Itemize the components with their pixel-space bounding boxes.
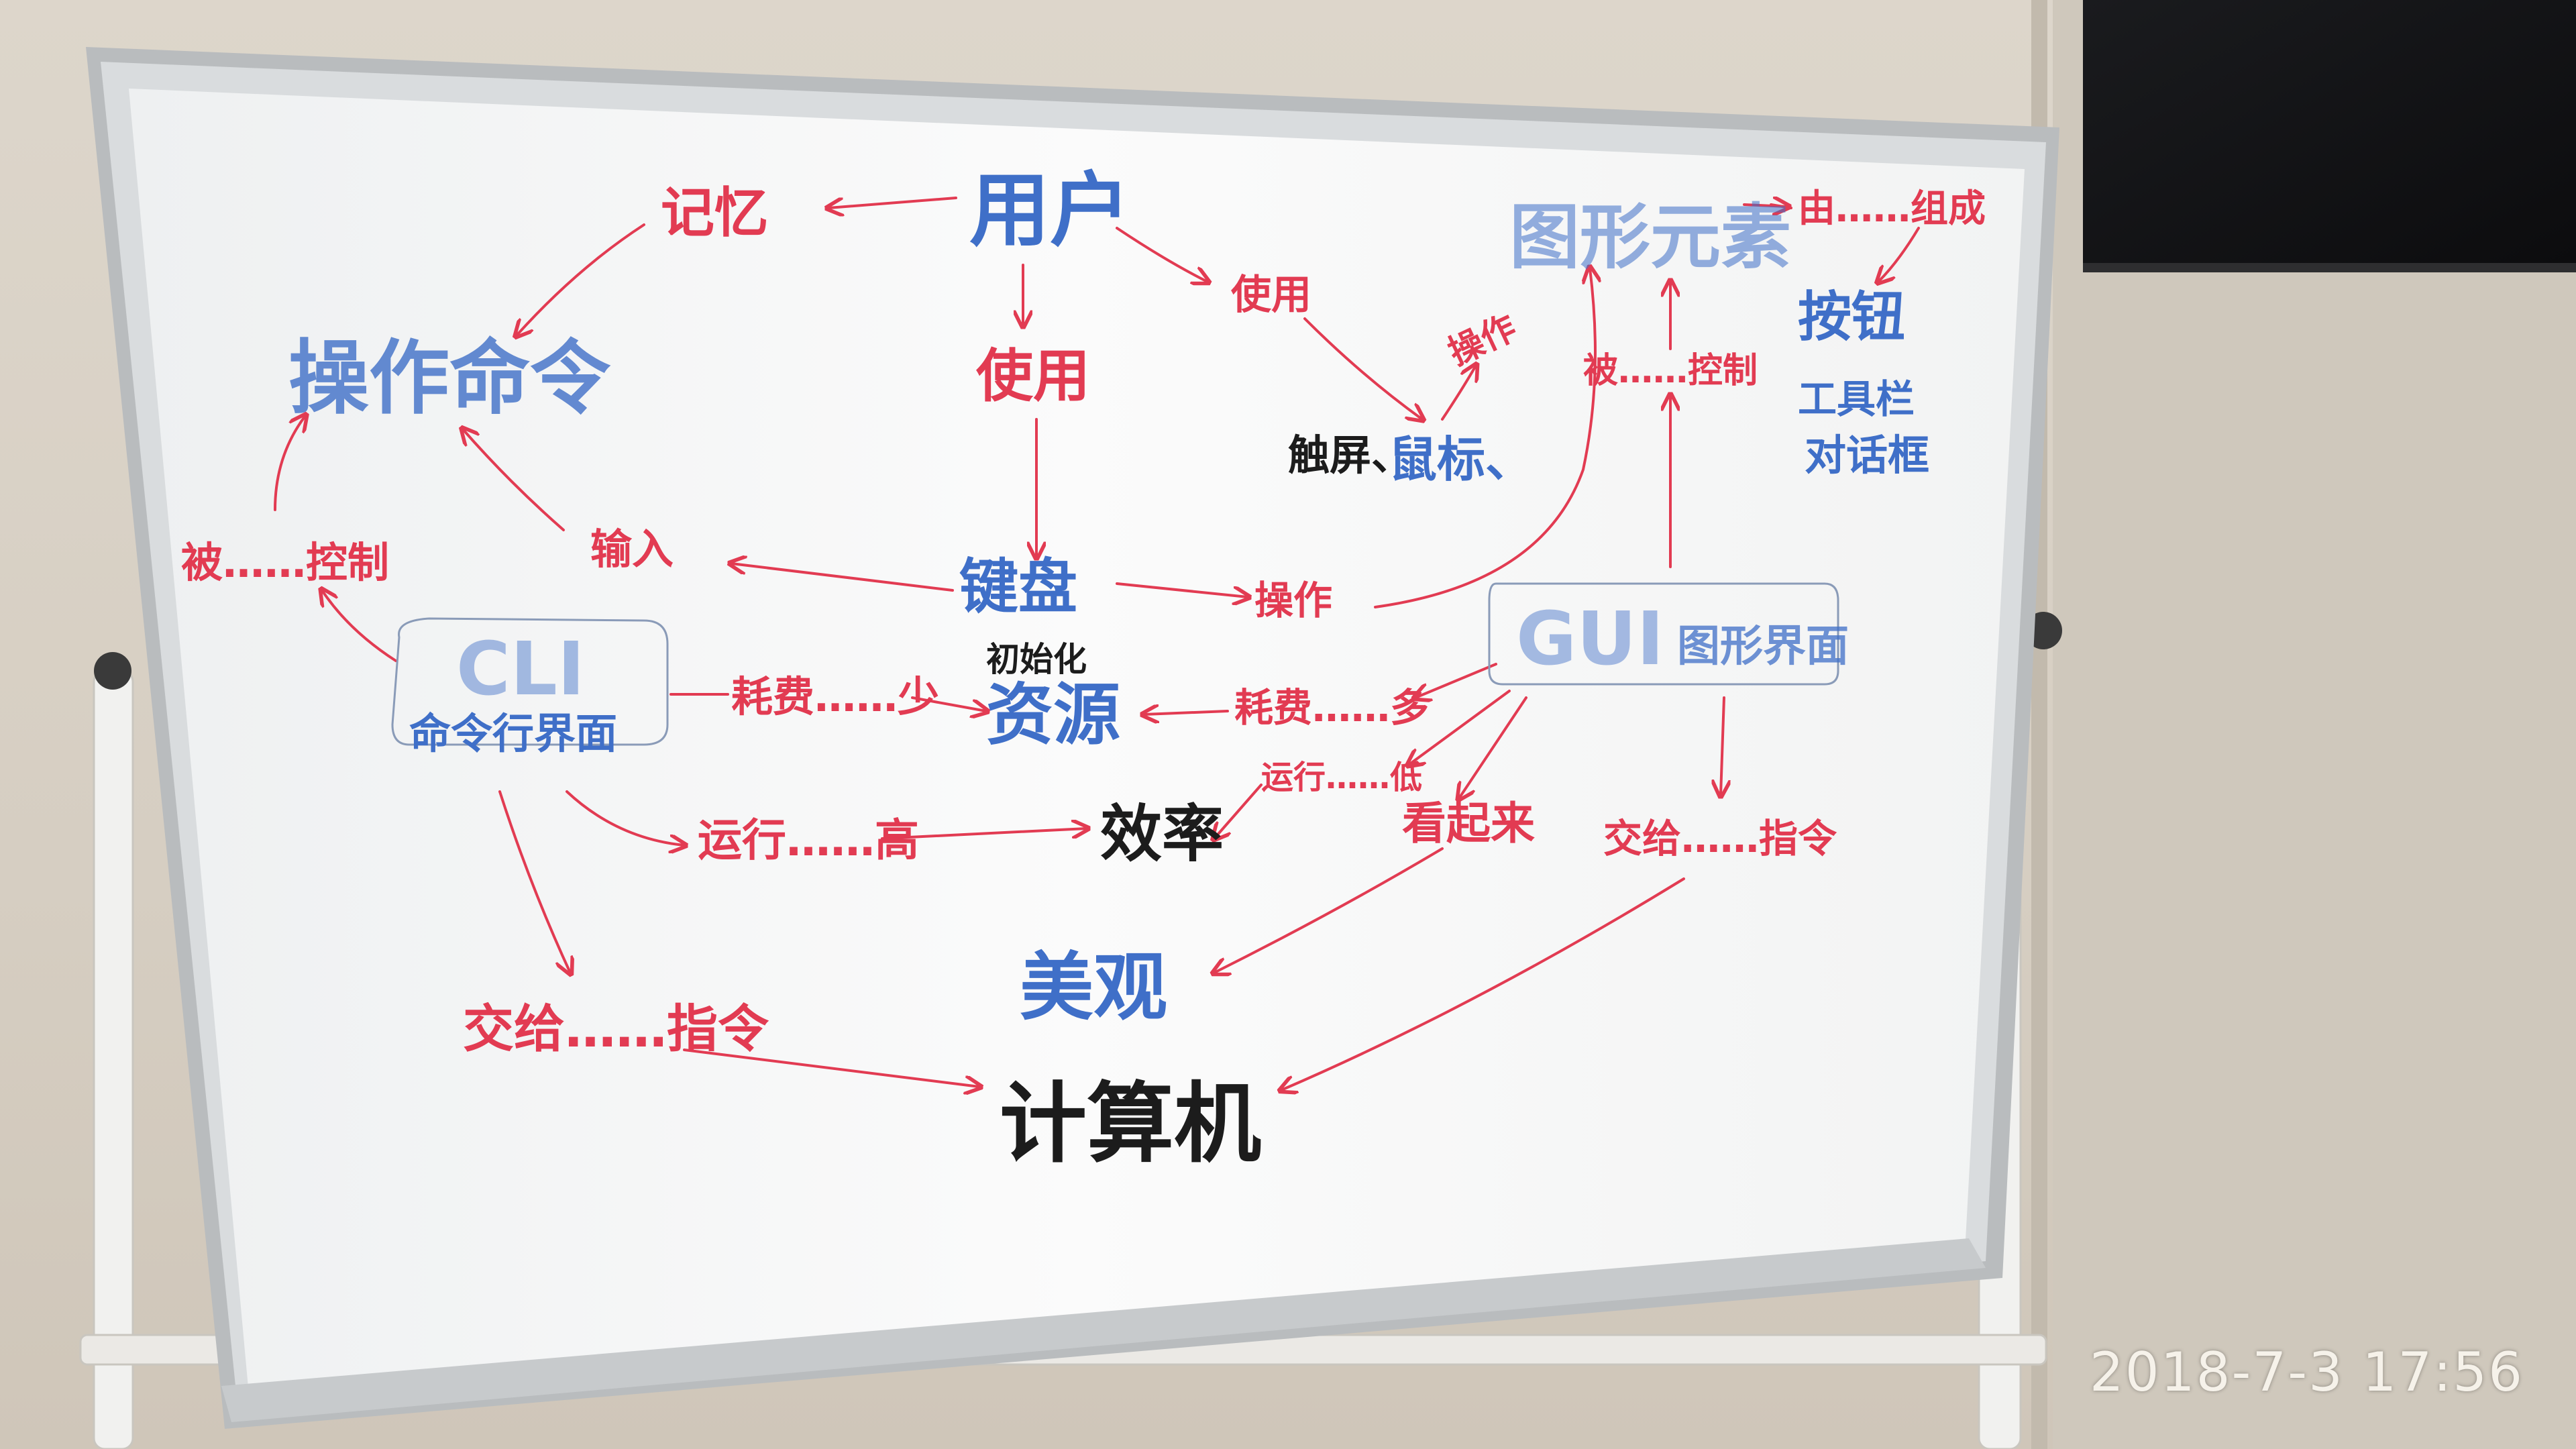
node-controlled-right: 被……控制 [1583, 351, 1758, 391]
node-cli-sub: 命令行界面 [409, 709, 617, 758]
node-resource: 资源 [986, 676, 1120, 754]
node-use-right: 使用 [1231, 272, 1311, 319]
gui-box [1488, 582, 1839, 686]
node-gui-sub: 图形界面 [1677, 622, 1849, 672]
cli-box [391, 617, 669, 746]
arrow-look-beautiful [1214, 847, 1444, 973]
arrow-controlled-operate [274, 416, 305, 511]
node-operate-mid: 操作 [1254, 578, 1332, 623]
arrow-keyboard-input [731, 564, 954, 592]
node-cli: CLI [456, 626, 585, 712]
node-computer: 计算机 [1000, 1073, 1261, 1175]
node-keyboard: 键盘 [959, 552, 1077, 621]
arrow-give-cmd-right-computer [1281, 877, 1685, 1090]
node-efficiency: 效率 [1100, 798, 1224, 870]
arrow-graphic-compose [1743, 205, 1788, 207]
tv-bezel [2083, 263, 2576, 272]
node-touch: 触屏、 [1288, 431, 1413, 480]
node-dialog: 对话框 [1805, 431, 1929, 480]
tv-screen [2083, 0, 2576, 268]
board-surface [129, 89, 2025, 1387]
arrow-gui-consume-more [1415, 663, 1497, 698]
arrow-consume-resource [911, 696, 986, 711]
arrow-cli-controlled [322, 590, 397, 662]
arrow-memory-operate [517, 223, 645, 335]
arrow-gui-give-cmd [1721, 696, 1724, 795]
node-give-cmd-right: 交给……指令 [1603, 816, 1837, 861]
stand-leg-left [93, 669, 134, 1449]
arrow-gui-run-low [1409, 690, 1511, 765]
arrow-mouse-operate [1441, 366, 1476, 421]
node-consume-more: 耗费……多 [1234, 685, 1429, 731]
arrow-give-cmd-computer [683, 1049, 979, 1087]
arrow-gui-look [1459, 696, 1527, 798]
arrow-operate-graphic [1374, 268, 1595, 608]
node-toolbar: 工具栏 [1798, 376, 1915, 422]
node-operate-cmd: 操作命令 [288, 332, 611, 425]
arrow-more-resource [1144, 711, 1229, 714]
arrow-cli-run-high [566, 790, 684, 845]
node-controlled-left: 被……控制 [181, 538, 389, 587]
node-run-high: 运行……高 [698, 814, 919, 866]
arrow-run-high-efficiency [881, 828, 1087, 840]
arrow-compose-button [1878, 227, 1920, 282]
photo-timestamp: 2018-7-3 17:56 [2089, 1341, 2524, 1403]
arrow-user-memory [828, 197, 957, 208]
arrows [274, 197, 1920, 1090]
node-initialize: 初始化 [986, 640, 1087, 679]
node-use-left: 使用 [976, 343, 1090, 410]
arrow-input-operate [463, 429, 565, 531]
node-look: 看起来 [1402, 798, 1535, 849]
node-beautiful: 美观 [1020, 945, 1167, 1030]
arrow-cli-give-cmd [498, 790, 570, 973]
stand-knob-left [94, 652, 131, 690]
node-graphic-elem: 图形元素 [1509, 197, 1791, 278]
arrow-run-low-efficiency [1214, 784, 1263, 839]
node-mouse: 鼠标、 [1389, 431, 1534, 488]
node-input: 输入 [590, 525, 674, 574]
marker-tray [221, 1238, 1986, 1422]
arrow-keyboard-operate [1116, 582, 1248, 597]
node-give-cmd-left: 交给……指令 [463, 999, 769, 1059]
arrow-use-mouse [1303, 317, 1422, 419]
node-by-compose: 由……组成 [1798, 187, 1986, 231]
node-memory: 记忆 [661, 182, 768, 244]
node-consume-less: 耗费……少 [731, 672, 939, 721]
node-run-low: 运行……低 [1261, 759, 1422, 796]
node-button: 按钮 [1798, 286, 1905, 348]
node-user: 用户 [969, 164, 1130, 258]
arrow-user-use-right [1116, 227, 1208, 282]
node-gui: GUI [1516, 596, 1664, 682]
